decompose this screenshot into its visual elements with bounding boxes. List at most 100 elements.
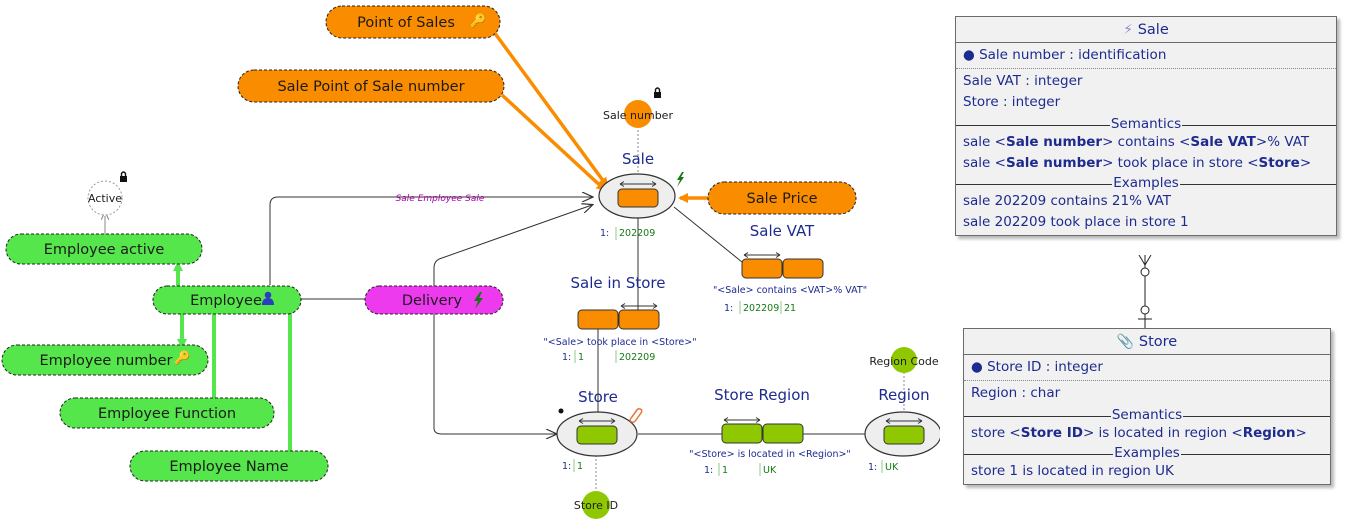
lock-icon	[120, 171, 127, 182]
sale-number-node[interactable]: Sale number	[603, 100, 673, 128]
store-card-title: Store	[1138, 334, 1178, 350]
sale-population-value: 202209	[619, 228, 655, 239]
sale-price-label: Sale Price	[746, 191, 817, 207]
store-card-identifier: ● Store ID : integer	[971, 359, 1103, 375]
employee-name-label: Employee Name	[169, 459, 288, 475]
sale-vat-row-index: 1:	[724, 303, 733, 314]
sale-vat-reading: "<Sale> contains <VAT>% VAT"	[713, 285, 867, 296]
sale-card-example: sale 202209 took place in store 1	[963, 214, 1189, 230]
delivery-node[interactable]: Delivery	[364, 285, 504, 315]
sale-number-label: Sale number	[603, 109, 673, 122]
orm-diagram: Point of Sales 🔑 Sale Point of Sale numb…	[1, 5, 940, 519]
employee-function-node[interactable]: Employee Function	[59, 397, 275, 429]
paperclip-icon	[629, 408, 643, 423]
connector-employee-sale	[269, 197, 592, 285]
employee-node[interactable]: Employee	[152, 285, 302, 315]
sale-card-title: Sale	[1137, 22, 1169, 38]
store-entity-title: Store	[578, 388, 618, 406]
store-region-population-region: UK	[763, 465, 777, 476]
sale-pos-number-label: Sale Point of Sale number	[277, 79, 464, 95]
sale-card-identifier: ● Sale number : identification	[963, 47, 1167, 63]
sale-in-store-row-index: 1:	[562, 352, 571, 363]
store-card-examples-label: Examples	[1113, 445, 1181, 461]
store-card-semantic-row: store <Store ID> is located in region <R…	[971, 425, 1307, 441]
active-label: Active	[88, 192, 122, 205]
sale-in-store-reading: "<Sale> took place in <Store>"	[543, 337, 696, 348]
sale-card-semantics-label: Semantics	[1109, 116, 1183, 132]
region-entity[interactable]	[864, 411, 940, 457]
active-node[interactable]: Active	[87, 180, 123, 216]
employee-name-node[interactable]: Employee Name	[129, 450, 329, 482]
sale-vat-fact[interactable]	[741, 252, 824, 279]
store-region-reading: "<Store> is located in <Region>"	[689, 449, 851, 460]
store-region-row-index: 1:	[704, 465, 713, 476]
sale-card-semantic-row: sale <Sale number> contains <Sale VAT>% …	[963, 134, 1310, 150]
key-icon: 🔑	[174, 349, 190, 366]
employee-label: Employee	[190, 293, 262, 309]
key-icon: 🔑	[470, 12, 486, 29]
sale-in-store-population-store: 1	[578, 352, 584, 363]
point-of-sales-node[interactable]: Point of Sales 🔑	[325, 5, 501, 39]
employee-number-node[interactable]: Employee number 🔑	[1, 344, 209, 376]
sale-card-identifier-text: Sale number : identification	[979, 47, 1167, 63]
store-card-header: 📎 Store	[964, 329, 1330, 355]
employee-active-node[interactable]: Employee active	[5, 233, 203, 265]
sale-card-example: sale 202209 contains 21% VAT	[963, 193, 1172, 209]
store-entity[interactable]	[556, 411, 638, 457]
region-code-label: Region Code	[869, 355, 939, 368]
sale-card-examples-header: Examples	[956, 175, 1336, 191]
store-card-example: store 1 is located in region UK	[971, 463, 1174, 479]
sale-in-store-title: Sale in Store	[571, 274, 666, 292]
store-card-examples-header: Examples	[964, 445, 1330, 461]
store-card[interactable]: 📎 Store ● Store ID : integer Region : ch…	[963, 328, 1331, 485]
sale-card-attribute: Store : integer	[963, 94, 1061, 110]
sale-card-examples-label: Examples	[1112, 175, 1180, 191]
delivery-label: Delivery	[402, 293, 463, 309]
store-population-value: 1	[577, 461, 583, 472]
store-id-node[interactable]: Store ID	[574, 491, 618, 519]
point-of-sales-label: Point of Sales	[357, 15, 455, 31]
connector-sale-vat	[673, 206, 743, 263]
sale-card-semantics-header: Semantics	[956, 116, 1336, 132]
store-region-population-store: 1	[722, 465, 728, 476]
preferred-dot	[558, 408, 564, 414]
employee-active-label: Employee active	[44, 242, 165, 258]
connector-delivery-store	[433, 311, 556, 434]
sale-entity[interactable]	[598, 173, 676, 219]
person-icon	[262, 291, 274, 305]
connector-sale-pos-number	[500, 93, 607, 192]
store-card-semantics-label: Semantics	[1110, 407, 1184, 423]
sale-card-header: ⚡ Sale	[956, 17, 1336, 43]
store-card-identifier-text: Store ID : integer	[987, 359, 1103, 375]
region-code-node[interactable]: Region Code	[869, 347, 939, 373]
store-population-index: 1:	[562, 461, 571, 472]
lightning-icon	[474, 292, 483, 309]
lock-icon	[654, 87, 661, 98]
region-population-index: 1:	[868, 462, 877, 473]
sale-vat-population-sale: 202209	[743, 303, 779, 314]
connector-delivery-sale	[433, 205, 592, 289]
sale-pos-number-node[interactable]: Sale Point of Sale number	[237, 69, 505, 103]
region-entity-title: Region	[878, 386, 929, 404]
sale-in-store-fact[interactable]	[577, 303, 660, 330]
sale-price-node[interactable]: Sale Price	[707, 181, 857, 215]
employee-function-label: Employee Function	[98, 406, 236, 422]
paperclip-icon: 📎	[1116, 334, 1135, 350]
lightning-icon	[677, 172, 684, 187]
sale-vat-population-vat: 21	[784, 303, 796, 314]
sale-card-semantic-row: sale <Sale number> took place in store <…	[963, 155, 1312, 171]
sale-entity-title: Sale	[622, 150, 654, 168]
lightning-icon: ⚡	[1123, 22, 1134, 38]
sale-population-index: 1:	[600, 228, 609, 239]
employee-number-label: Employee number	[39, 353, 172, 369]
store-card-attribute: Region : char	[971, 385, 1061, 401]
sale-card[interactable]: ⚡ Sale ● Sale number : identification Sa…	[955, 16, 1337, 236]
sale-store-relationship-line	[1138, 255, 1152, 328]
store-region-fact[interactable]	[721, 417, 804, 444]
store-region-title: Store Region	[714, 386, 810, 404]
region-population-value: UK	[885, 462, 899, 473]
sale-employee-sale-label: Sale Employee Sale	[396, 194, 485, 204]
connector-point-of-sales	[492, 30, 609, 188]
sale-vat-title: Sale VAT	[750, 222, 815, 240]
sale-card-attribute: Sale VAT : integer	[963, 73, 1083, 89]
